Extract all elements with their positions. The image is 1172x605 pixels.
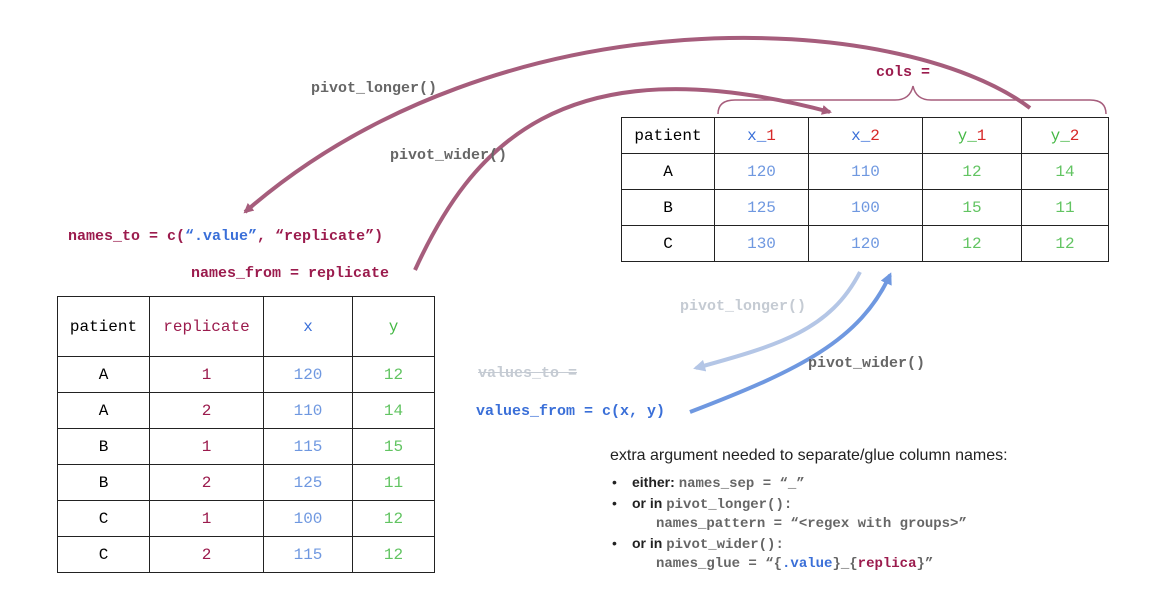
cols-brace: [717, 85, 1107, 115]
values-from-label: values_from = c(x, y): [476, 403, 666, 420]
cell-patient: A: [57, 356, 150, 393]
values-to-label: values_to =: [478, 365, 578, 382]
notes-list: either: names_sep = “_” or in pivot_long…: [610, 473, 1008, 574]
wide-header-patient: patient: [621, 117, 715, 154]
cell-y: 15: [352, 428, 435, 465]
cell-patient: C: [621, 225, 715, 262]
cell-x2: 100: [808, 189, 923, 226]
table-row: C 1 100 12: [57, 500, 435, 537]
pivot-longer-values-arrow: [693, 271, 862, 372]
long-table: patient replicate x y A 1 120 12 A 2 110…: [57, 296, 435, 573]
long-header-patient: patient: [57, 296, 150, 357]
names-pattern-line: names_pattern = “<regex with groups>”: [656, 516, 967, 532]
cell-x: 115: [263, 536, 353, 573]
cell-y1: 12: [922, 225, 1022, 262]
cell-x: 100: [263, 500, 353, 537]
cell-replicate: 2: [149, 536, 264, 573]
cell-x: 115: [263, 428, 353, 465]
table-row: B 1 115 15: [57, 428, 435, 465]
table-row: C 130 120 12 12: [621, 225, 1109, 262]
table-row: B 2 125 11: [57, 464, 435, 501]
cell-patient: C: [57, 500, 150, 537]
cell-patient: A: [57, 392, 150, 429]
cell-x: 120: [263, 356, 353, 393]
cell-replicate: 2: [149, 464, 264, 501]
cell-y: 11: [352, 464, 435, 501]
cell-patient: B: [621, 189, 715, 226]
pivot-longer-label: pivot_longer(): [311, 80, 438, 97]
names-to-prefix: names_to = c(: [68, 228, 186, 245]
table-row: B 125 100 15 11: [621, 189, 1109, 226]
cell-patient: B: [57, 428, 150, 465]
wide-header-y2: y_2: [1021, 117, 1109, 154]
pivot-wider-mid-label: pivot_wider(): [808, 355, 926, 372]
cell-x: 110: [263, 392, 353, 429]
pivot-longer-arc: [243, 35, 1032, 214]
table-row: A 120 110 12 14: [621, 153, 1109, 190]
cell-replicate: 1: [149, 500, 264, 537]
long-header-x: x: [263, 296, 353, 357]
cell-y: 14: [352, 392, 435, 429]
pivot-wider-label: pivot_wider(): [390, 147, 508, 164]
names-to-label: names_to = c(“.value”, “replicate”): [68, 228, 383, 245]
list-item: either: names_sep = “_”: [612, 473, 1008, 494]
pivot-wider-values-arrow: [689, 272, 892, 414]
cell-x2: 110: [808, 153, 923, 190]
wide-header-y1: y_1: [922, 117, 1022, 154]
cell-replicate: 2: [149, 392, 264, 429]
long-header-y: y: [352, 296, 435, 357]
cell-y: 12: [352, 500, 435, 537]
notes-heading: extra argument needed to separate/glue c…: [610, 447, 1008, 464]
names-glue-line: names_glue = “{.value}_{replica}”: [656, 556, 934, 572]
cell-y: 12: [352, 536, 435, 573]
cell-x1: 130: [714, 225, 809, 262]
names-to-rest: , “replicate”): [257, 228, 384, 245]
cell-x1: 120: [714, 153, 809, 190]
list-item: or in pivot_longer(): names_pattern = “<…: [612, 494, 1008, 534]
cell-y1: 15: [922, 189, 1022, 226]
cell-y2: 12: [1021, 225, 1109, 262]
notes-box: extra argument needed to separate/glue c…: [610, 447, 1008, 574]
pivot-longer-mid-label: pivot_longer(): [680, 298, 807, 315]
wide-header-x1: x_1: [714, 117, 809, 154]
pivot-wider-arc: [413, 87, 832, 271]
cell-patient: B: [57, 464, 150, 501]
table-row: A 2 110 14: [57, 392, 435, 429]
wide-table: patient x_1 x_2 y_1 y_2 A 120 110 12 14 …: [621, 117, 1109, 262]
cell-y2: 14: [1021, 153, 1109, 190]
table-row: C 2 115 12: [57, 536, 435, 573]
cell-x: 125: [263, 464, 353, 501]
cell-y: 12: [352, 356, 435, 393]
cell-patient: C: [57, 536, 150, 573]
cell-x1: 125: [714, 189, 809, 226]
cell-replicate: 1: [149, 356, 264, 393]
cell-x2: 120: [808, 225, 923, 262]
cell-replicate: 1: [149, 428, 264, 465]
table-row: A 1 120 12: [57, 356, 435, 393]
cell-y1: 12: [922, 153, 1022, 190]
list-item: or in pivot_wider(): names_glue = “{.val…: [612, 534, 1008, 574]
cols-label: cols =: [876, 64, 931, 81]
wide-header-x2: x_2: [808, 117, 923, 154]
names-from-label: names_from = replicate: [191, 265, 390, 282]
names-to-value: “.value”: [185, 228, 258, 245]
long-header-replicate: replicate: [149, 296, 264, 357]
cell-patient: A: [621, 153, 715, 190]
cell-y2: 11: [1021, 189, 1109, 226]
